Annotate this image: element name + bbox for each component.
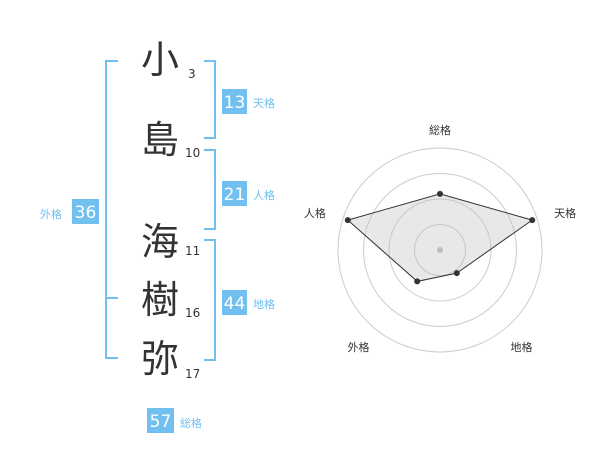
gaikaku-bracket	[105, 60, 118, 359]
tenkaku-badge: 13 天格	[222, 89, 275, 114]
radar-point-4	[414, 278, 421, 285]
badge-box	[147, 408, 174, 433]
radar-ring-4	[337, 147, 543, 353]
name-char-4: 樹 16	[141, 278, 200, 322]
radar-ring-1	[414, 224, 466, 276]
char-text: 島	[141, 118, 179, 162]
radar-point-2	[529, 217, 536, 224]
brackets	[105, 60, 216, 361]
jinkaku-badge: 21 人格	[222, 181, 275, 206]
stroke-count: 17	[185, 367, 200, 381]
stroke-count: 10	[185, 146, 200, 160]
name-char-3: 海 11	[141, 220, 200, 264]
soukaku-label: 総格	[180, 416, 202, 430]
jinkaku-label: 人格	[253, 188, 275, 202]
soukaku-badge: 57 総格	[147, 408, 202, 433]
radar-axis-label: 外格	[348, 340, 370, 354]
jinkaku-bracket	[204, 149, 216, 230]
char-text: 海	[141, 220, 179, 264]
badge-box	[222, 181, 247, 206]
chikaku-value: 44	[224, 294, 246, 314]
name-char-2: 島 10	[141, 118, 200, 162]
stroke-count: 3	[188, 67, 196, 81]
radar-ring-2	[388, 198, 492, 302]
gaikaku-value: 36	[75, 203, 97, 223]
badge-box	[222, 89, 247, 114]
name-char-5: 弥 17	[141, 337, 200, 381]
name-char-1: 小 3	[141, 38, 196, 82]
radar-axis-label: 総格	[429, 123, 451, 137]
chikaku-badge: 44 地格	[222, 290, 275, 315]
tenkaku-value: 13	[224, 93, 246, 113]
radar-center-dot	[437, 247, 443, 253]
soukaku-value: 57	[150, 412, 172, 432]
char-text: 弥	[141, 337, 179, 381]
char-text: 樹	[141, 278, 179, 322]
badge-box	[222, 290, 247, 315]
stroke-count: 11	[185, 244, 200, 258]
radar-point-5	[344, 217, 351, 224]
badge-box	[72, 199, 99, 224]
radar-axis-label: 人格	[304, 206, 326, 220]
radar-ring-3	[363, 173, 517, 327]
radar-series-area	[346, 193, 534, 282]
gaikaku-label: 外格	[40, 207, 62, 221]
radar-point-1	[437, 190, 443, 197]
stroke-count: 16	[185, 306, 200, 320]
chikaku-label: 地格	[253, 297, 275, 311]
tenkaku-bracket	[204, 60, 216, 139]
radar-point-3	[453, 270, 460, 277]
chikaku-bracket	[204, 239, 216, 361]
gaikaku-badge: 外格 36	[40, 199, 99, 224]
radar-axis-label: 天格	[554, 206, 576, 220]
jinkaku-value: 21	[224, 185, 246, 205]
tenkaku-label: 天格	[253, 96, 275, 110]
name-characters: 小 3 島 10 海 11 樹 16 弥 17	[141, 38, 200, 381]
radar-axis-label: 地格	[511, 340, 533, 354]
char-text: 小	[141, 38, 179, 82]
